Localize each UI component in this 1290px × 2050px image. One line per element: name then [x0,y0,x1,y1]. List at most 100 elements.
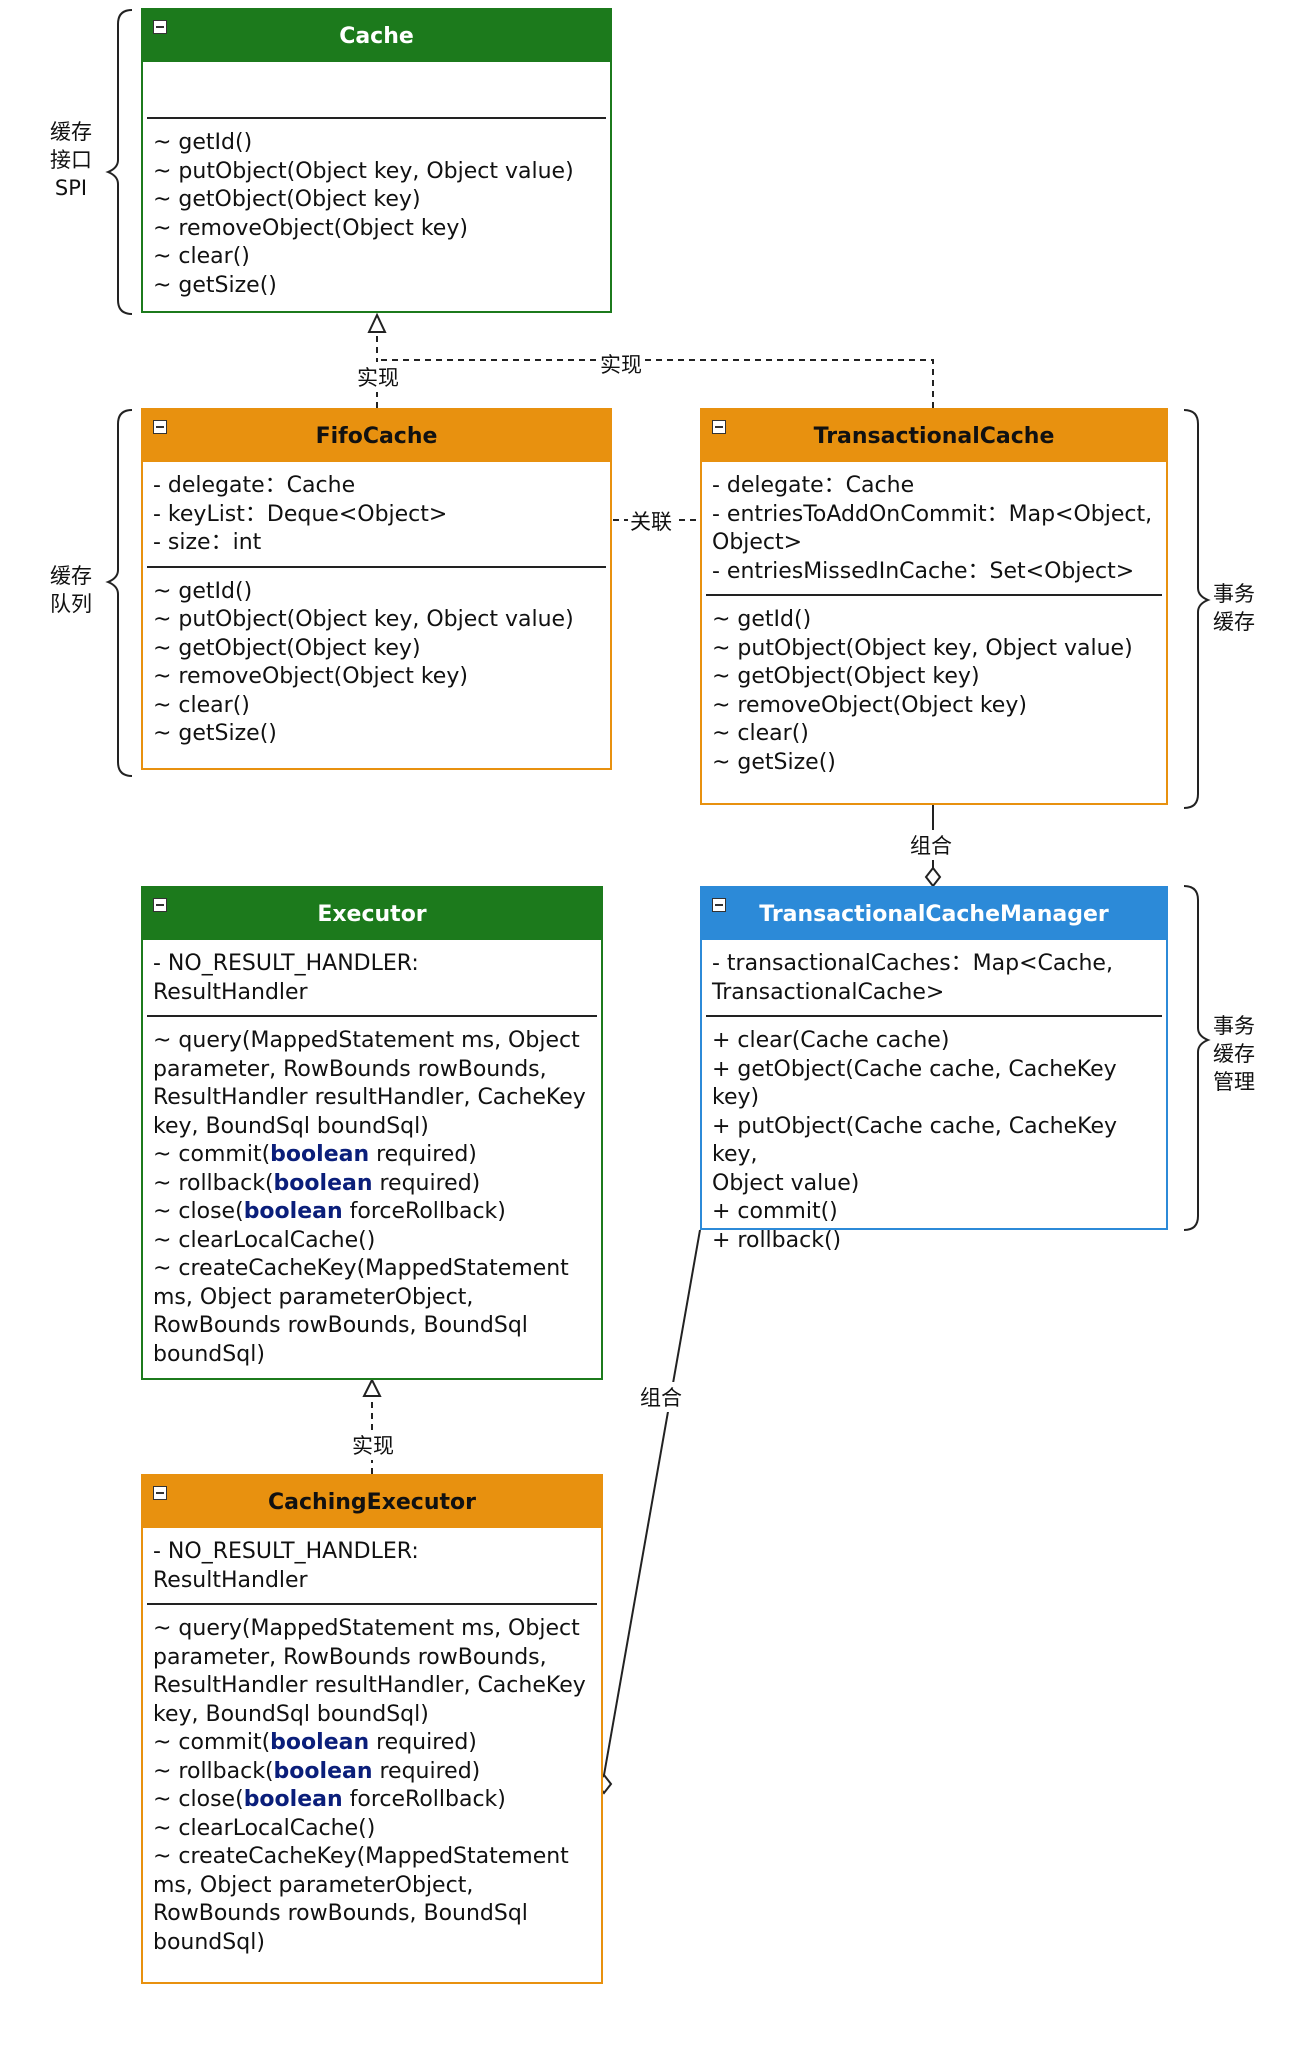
class-method: ~ getId() [153,578,253,604]
collapse-icon[interactable] [712,898,726,912]
fields-section: - delegate：Cache - entriesToAddOnCommit：M… [702,462,1166,594]
methods-section: + clear(Cache cache)+ getObject(Cache ca… [702,1017,1166,1263]
class-method: ~ clearLocalCache() [153,1227,376,1253]
class-title: TransactionalCacheManager [759,901,1109,927]
fields-section: - delegate：Cache - keyList：Deque<Object> -… [143,462,610,566]
class-method: ~ getObject(Object key) [153,635,421,661]
class-title: Executor [317,901,427,927]
class-method: + putObject(Cache cache, CacheKey key, O… [712,1113,1118,1196]
class-method: + commit() [712,1199,838,1224]
class-header: TransactionalCacheManager [702,888,1166,940]
methods-section: ~ getId()~ putObject(Object key, Object … [143,119,610,308]
class-executor[interactable]: Executor - NO_RESULT_HANDLER: ResultHand… [141,886,603,1380]
class-title: FifoCache [315,423,438,449]
composition-diamond-manager [924,866,942,888]
class-header: Executor [143,888,601,940]
class-field: - entriesToAddOnCommit：Map<Object, Objec… [712,501,1153,556]
keyword: boolean [270,1142,370,1167]
edge-label-compose-exec: 组合 [638,1382,684,1412]
edge-tx-impl [377,359,934,408]
class-method: ~ removeObject(Object key) [712,692,1027,718]
class-method: ~ clearLocalCache() [153,1815,376,1841]
edge-label-exec-impl: 实现 [350,1430,396,1460]
group-label-queue: 缓存 队列 [50,564,92,616]
section-divider [706,594,1162,596]
class-transactional-cache-manager[interactable]: TransactionalCacheManager - transactiona… [700,886,1168,1253]
class-method: ~ close(boolean forceRollback) [153,1787,506,1812]
class-method: ~ clear() [153,692,250,718]
section-divider [147,1603,597,1605]
group-label-tx-manager: 事务 缓存 管理 [1213,1014,1255,1094]
methods-section: ~ getId()~ putObject(Object key, Object … [143,568,610,757]
brace-tx-cache [1183,409,1211,809]
class-method: ~ getId() [712,607,812,632]
class-header: CachingExecutor [143,1476,601,1528]
class-title: TransactionalCache [813,423,1055,449]
methods-section: ~ getId()~ putObject(Object key, Object … [702,596,1166,785]
class-header: FifoCache [143,410,610,462]
group-label-spi: 缓存 接口 SPI [50,120,92,200]
class-method: ~ rollback(boolean required) [153,1758,481,1784]
class-method: ~ putObject(Object key, Object value) [153,158,574,184]
class-transactional-cache[interactable]: TransactionalCache - delegate：Cache - ent… [700,408,1168,805]
edge-label-fifo-impl: 实现 [355,362,401,392]
class-method: ~ getObject(Object key) [153,187,421,212]
class-method: ~ commit(boolean required) [153,1730,477,1755]
class-method: ~ clear() [153,244,250,269]
fields-section: - NO_RESULT_HANDLER: ResultHandler [143,940,601,1015]
class-field: - delegate：Cache [153,473,356,498]
keyword: boolean [273,1758,373,1784]
collapse-icon[interactable] [153,898,167,912]
edge-label-compose-tx: 组合 [908,830,954,860]
class-field: - transactionalCaches：Map<Cache, Transac… [712,951,1113,1005]
class-fifo-cache[interactable]: FifoCache - delegate：Cache - keyList：Dequ… [141,408,612,770]
class-field: - NO_RESULT_HANDLER: ResultHandler [153,1539,419,1593]
section-divider [706,1015,1162,1017]
class-method: ~ clear() [712,721,809,746]
class-method: ~ rollback(boolean required) [153,1170,481,1196]
edge-compose-exec [603,1229,701,1776]
section-divider [147,1015,597,1017]
class-field: - delegate：Cache [712,473,915,498]
collapse-icon[interactable] [712,420,726,434]
class-header: Cache [143,10,610,62]
class-caching-executor[interactable]: CachingExecutor - NO_RESULT_HANDLER: Res… [141,1474,603,1984]
class-method: ~ getSize() [712,749,836,775]
class-cache[interactable]: Cache ~ getId()~ putObject(Object key, O… [141,8,612,313]
keyword: boolean [273,1170,373,1196]
class-field: - size：int [153,530,262,555]
class-method: ~ query(MappedStatement ms, Object param… [153,1616,586,1727]
fields-section [143,62,610,117]
methods-section: ~ query(MappedStatement ms, Object param… [143,1605,601,1965]
keyword: boolean [270,1730,370,1755]
class-field: - entriesMissedInCache：Set<Object> [712,558,1135,584]
class-method: + clear(Cache cache) [712,1028,950,1053]
fields-section: - transactionalCaches：Map<Cache, Transac… [702,940,1166,1015]
class-field: - keyList：Deque<Object> [153,501,448,527]
class-method: ~ removeObject(Object key) [153,215,468,241]
class-method: ~ getObject(Object key) [712,664,980,689]
class-method: ~ query(MappedStatement ms, Object param… [153,1028,586,1139]
keyword: boolean [243,1199,343,1224]
section-divider [147,117,606,119]
keyword: boolean [243,1787,343,1812]
fields-section: - NO_RESULT_HANDLER: ResultHandler [143,1528,601,1603]
class-method: ~ removeObject(Object key) [153,664,468,689]
class-header: TransactionalCache [702,410,1166,462]
methods-section: ~ query(MappedStatement ms, Object param… [143,1017,601,1377]
collapse-icon[interactable] [153,420,167,434]
brace-queue [105,409,133,777]
class-method: ~ commit(boolean required) [153,1142,477,1167]
section-divider [147,565,606,568]
class-title: CachingExecutor [268,1489,476,1515]
class-method: ~ getSize() [153,721,277,746]
collapse-icon[interactable] [153,20,167,34]
edge-label-assoc: 关联 [628,506,674,536]
group-label-tx-cache: 事务 缓存 [1213,582,1255,634]
class-method: ~ getSize() [153,272,277,298]
realization-arrowhead-executor [362,1377,382,1397]
collapse-icon[interactable] [153,1486,167,1500]
class-method: ~ createCacheKey(MappedStatement ms, Obj… [153,1256,569,1367]
class-method: ~ createCacheKey(MappedStatement ms, Obj… [153,1844,569,1955]
